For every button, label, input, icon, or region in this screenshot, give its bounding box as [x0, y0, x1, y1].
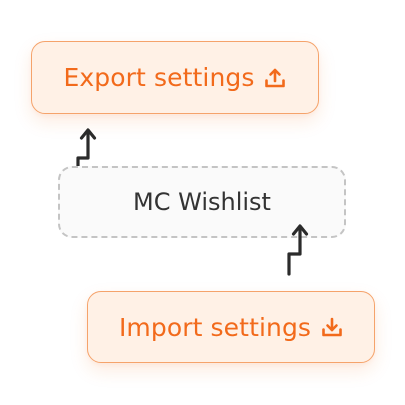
arrow-up-icon	[287, 224, 309, 276]
import-settings-button[interactable]: Import settings	[87, 291, 375, 363]
export-settings-label: Export settings	[63, 63, 255, 92]
upload-tray-icon	[264, 67, 286, 89]
mc-wishlist-label: MC Wishlist	[133, 188, 271, 216]
export-settings-button[interactable]: Export settings	[31, 41, 319, 114]
import-settings-label: Import settings	[118, 312, 312, 342]
download-tray-icon	[321, 316, 343, 338]
